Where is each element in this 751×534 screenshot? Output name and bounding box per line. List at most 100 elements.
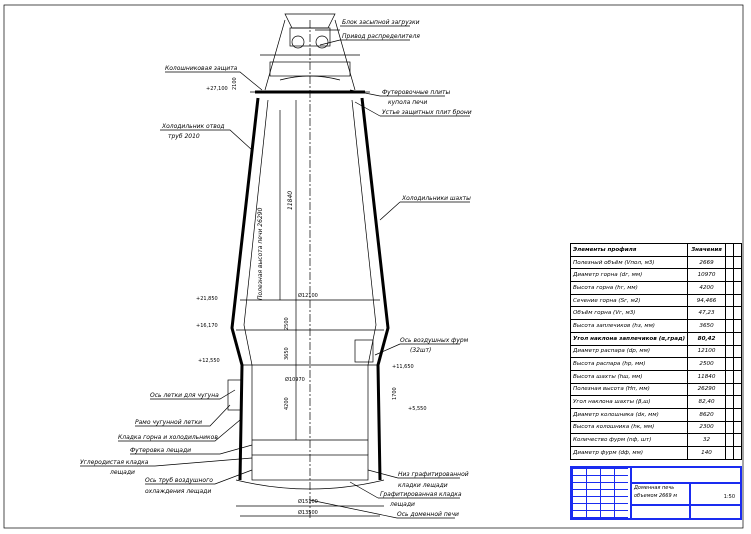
cell-empty <box>732 268 743 283</box>
cell-empty <box>724 293 734 308</box>
dim-belly-height: 2500 <box>284 317 290 330</box>
cell-empty <box>732 433 743 447</box>
elevation-top: +27,100 <box>206 86 228 92</box>
title-caption: Доменная печь объемом 2669 м <box>634 484 677 500</box>
cell-empty <box>724 395 734 409</box>
label-lining-plates-2: купола печи <box>388 99 427 106</box>
cell-value: 4200 <box>687 281 726 295</box>
label-distributor-drive: Привод распределителя <box>342 33 420 40</box>
cell-value: 47,23 <box>687 306 726 321</box>
label-air-pipes-2: охлаждения лещади <box>145 488 211 495</box>
label-hearth-masonry: Кладка горна и холодильников <box>118 434 218 441</box>
cell-parameter: Объём горна (Vг, м3) <box>569 306 689 321</box>
sheet-frame <box>3 4 744 529</box>
label-taphole-axis: Ось летки для чугуна <box>150 392 219 399</box>
cell-value: 8620 <box>687 407 726 422</box>
cell-empty <box>724 357 734 371</box>
elevation-4: +11,650 <box>392 364 414 370</box>
cell-empty <box>732 407 743 422</box>
cell-empty <box>724 319 734 333</box>
cell-empty <box>732 369 743 384</box>
label-coolers-offtake-2: труб 2010 <box>168 133 200 140</box>
furnace-profile <box>227 20 390 520</box>
cell-parameter: Полезный объём (Vпол, м3) <box>569 255 689 270</box>
cell-value: 80,42 <box>687 331 726 346</box>
table-row: Полезная высота (Hп, мм)26290 <box>569 382 743 397</box>
cell-empty <box>724 281 734 295</box>
cell-empty <box>732 243 743 257</box>
cell-parameter: Высота горна (hг, мм) <box>569 281 689 295</box>
table-row: Высота распара (hр, мм)2500 <box>569 357 743 371</box>
label-graphite-masonry: Графитированная кладка <box>380 491 462 498</box>
table-row: Диаметр распара (dр, мм)12100 <box>569 344 743 359</box>
cell-value: 82,40 <box>687 395 726 409</box>
cell-empty <box>724 420 734 435</box>
label-taphole-frame: Рамо чугунной летки <box>135 419 202 426</box>
label-graphite-bottom-2: кладки лещади <box>398 482 448 489</box>
dim-hearth-height: 4200 <box>284 397 290 410</box>
cell-parameter: Высота колошника (hк, мм) <box>569 420 689 435</box>
label-carbon-masonry: Углеродистая кладка <box>80 459 149 466</box>
table-row: Высота колошника (hк, мм)2300 <box>569 420 743 435</box>
cell-value: 11840 <box>687 369 726 384</box>
label-lining-plates: Футеровочные плиты <box>382 89 451 96</box>
cell-value: 3650 <box>687 319 726 333</box>
cell-parameter: Сечение горна (Sг, м2) <box>569 293 689 308</box>
cell-parameter: Высота заплечиков (hз, мм) <box>569 319 689 333</box>
table-row: Диаметр горна (dг, мм)10970 <box>569 268 743 283</box>
cell-empty <box>732 306 743 321</box>
cell-parameter: Полезная высота (Hп, мм) <box>569 382 689 397</box>
cell-value: 12100 <box>687 344 726 359</box>
dim-belly-diameter: Ø12100 <box>298 292 318 299</box>
cell-parameter: Элементы профиля <box>569 243 689 257</box>
cell-empty <box>724 331 734 346</box>
table-row: Угол наклона заплечиков (α,град)80,42 <box>569 331 743 346</box>
cell-empty <box>724 255 734 270</box>
table-row: Полезный объём (Vпол, м3)2669 <box>569 255 743 270</box>
cell-parameter: Высота распара (hр, мм) <box>569 357 689 371</box>
cell-value: 32 <box>687 433 726 447</box>
cell-value: Значения <box>687 243 726 257</box>
table-row: Диаметр колошника (dк, мм)8620 <box>569 407 743 422</box>
cell-value: 2669 <box>687 255 726 270</box>
cell-value: 140 <box>687 446 726 460</box>
leader-lines <box>80 25 470 519</box>
table-row: Количество фурм (nф, шт)32 <box>569 433 743 447</box>
cell-empty <box>724 407 734 422</box>
cell-empty <box>732 293 743 308</box>
elevation-1: +21,850 <box>196 296 218 302</box>
cell-parameter: Угол наклона заплечиков (α,град) <box>569 331 689 346</box>
cell-value: 2300 <box>687 420 726 435</box>
title-scale: 1:50 <box>723 494 735 500</box>
label-graphite-masonry-2: лещади <box>389 501 415 508</box>
cell-parameter: Количество фурм (nф, шт) <box>569 433 689 447</box>
label-top-protection: Колошниковая защита <box>165 65 238 72</box>
title-caption-line-2: объемом 2669 м <box>634 493 678 499</box>
label-protective-plates: Устье защитных плит брони <box>382 109 472 116</box>
cell-parameter: Диаметр фурм (dф, мм) <box>569 446 689 460</box>
dim-top-gap: 2100 <box>232 77 238 90</box>
label-coolers-offtake: Холодильник отвод <box>161 123 225 130</box>
label-shaft-height: 11840 <box>287 191 294 210</box>
cell-value: 2500 <box>687 357 726 371</box>
cell-empty <box>732 331 743 346</box>
label-hearth-lining: Футеровка лещади <box>130 447 191 454</box>
cell-value: 94,466 <box>687 293 726 308</box>
cell-empty <box>724 243 734 257</box>
table-row: Сечение горна (Sг, м2)94,466 <box>569 293 743 308</box>
cell-empty <box>732 446 743 460</box>
table-row: Высота горна (hг, мм)4200 <box>569 281 743 295</box>
cell-empty <box>724 306 734 321</box>
table-row: Диаметр фурм (dф, мм)140 <box>569 446 743 460</box>
dim-bottom-inner: Ø13500 <box>298 509 318 516</box>
cell-empty <box>732 420 743 435</box>
table-row: Высота заплечиков (hз, мм)3650 <box>569 319 743 333</box>
dim-tap-gap: 1700 <box>392 387 398 400</box>
label-shaft-coolers: Холодильники шахты <box>401 195 471 202</box>
cell-empty <box>724 268 734 283</box>
elevation-3: +12,550 <box>198 358 220 364</box>
label-air-pipes: Ось труб воздушного <box>145 477 213 484</box>
title-caption-line-1: Доменная печь <box>634 485 675 491</box>
